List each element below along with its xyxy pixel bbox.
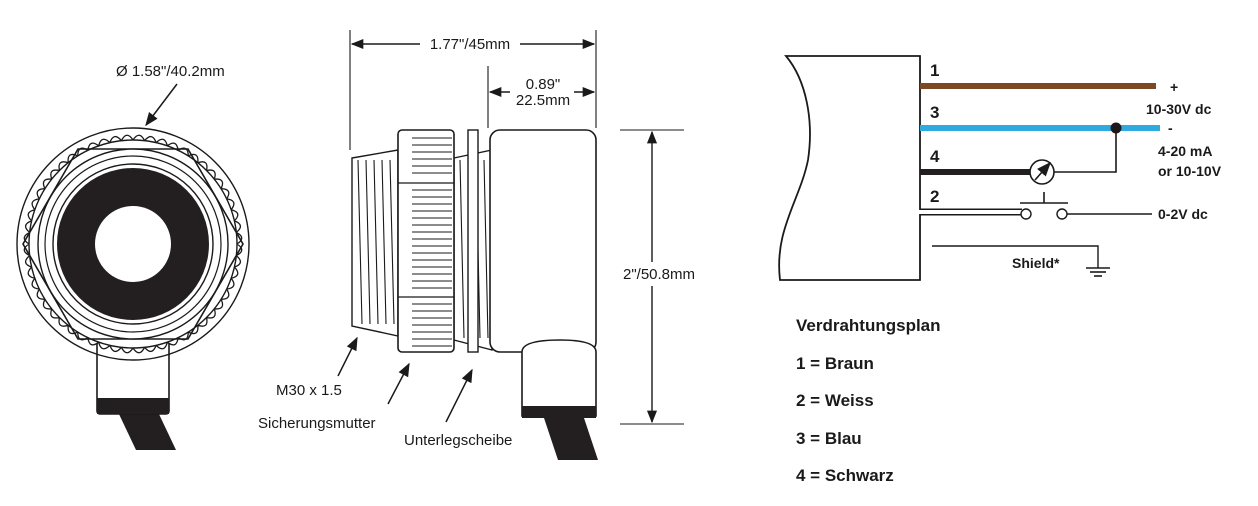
output-label-2: or 10-10V <box>1158 163 1222 179</box>
threaded-shank <box>351 149 493 351</box>
front-cable <box>118 412 176 450</box>
thread-label: M30 x 1.5 <box>276 382 342 399</box>
switch-output-label: 0-2V dc <box>1158 206 1208 222</box>
washer-label: Unterlegscheibe <box>404 432 512 449</box>
sensor-bore <box>95 206 171 282</box>
wiring-legend: Verdrahtungsplan 1 = Braun 2 = Weiss 3 =… <box>796 316 941 485</box>
head-length-label-1: 0.89" <box>526 76 561 93</box>
sensor-body-cutaway <box>778 55 921 281</box>
legend-item: 3 = Blau <box>796 429 862 448</box>
shield-label: Shield* <box>1012 255 1060 271</box>
legend-item: 2 = Weiss <box>796 391 874 410</box>
locknut-leader <box>387 362 410 405</box>
legend-item: 4 = Schwarz <box>796 466 894 485</box>
output-label-1: 4-20 mA <box>1158 143 1212 159</box>
wire-number-2: 2 <box>930 187 939 206</box>
hex-nut <box>22 148 244 340</box>
washer-side <box>467 129 479 353</box>
thread-line <box>483 159 489 339</box>
thread-line <box>459 159 465 339</box>
thread-line <box>365 159 371 325</box>
thread-line <box>381 159 387 325</box>
overall-length-label: 1.77"/45mm <box>430 36 510 53</box>
locknut-outer <box>16 127 250 361</box>
switch-contact-left <box>1020 208 1032 220</box>
side-cable <box>544 418 598 460</box>
shield-wire <box>932 245 1099 268</box>
thread-line <box>357 159 363 325</box>
side-cable-boot <box>521 339 597 417</box>
locknut-label: Sicherungsmutter <box>258 415 376 432</box>
wire-number-3: 3 <box>930 103 939 122</box>
thread-line <box>389 159 395 325</box>
legend-item: 1 = Braun <box>796 354 874 373</box>
diameter-label: Ø 1.58"/40.2mm <box>116 63 225 80</box>
locknut-side <box>397 129 455 353</box>
thread-leader <box>337 336 358 377</box>
switch-contact-right <box>1056 208 1068 220</box>
plus-label: + <box>1170 79 1178 95</box>
thread-line <box>373 159 379 325</box>
supply-label: 10-30V dc <box>1146 101 1212 117</box>
legend-title: Verdrahtungsplan <box>796 316 941 335</box>
height-label: 2"/50.8mm <box>623 266 695 283</box>
wire-number-4: 4 <box>930 147 940 166</box>
wiring-diagram: 1 + 10-30V dc 3 - 4 4-20 mA or 10-10V 2 … <box>778 55 1222 281</box>
diameter-leader <box>145 83 178 127</box>
sensor-head <box>489 129 597 353</box>
wire-number-1: 1 <box>930 61 939 80</box>
washer-leader <box>445 368 473 423</box>
front-view: Ø 1.58"/40.2mm <box>16 63 250 450</box>
head-length-label-2: 22.5mm <box>516 92 570 109</box>
minus-label: - <box>1168 120 1173 136</box>
side-view: 1.77"/45mm 0.89" 22.5mm 2"/50.8mm M30 x … <box>258 30 700 460</box>
